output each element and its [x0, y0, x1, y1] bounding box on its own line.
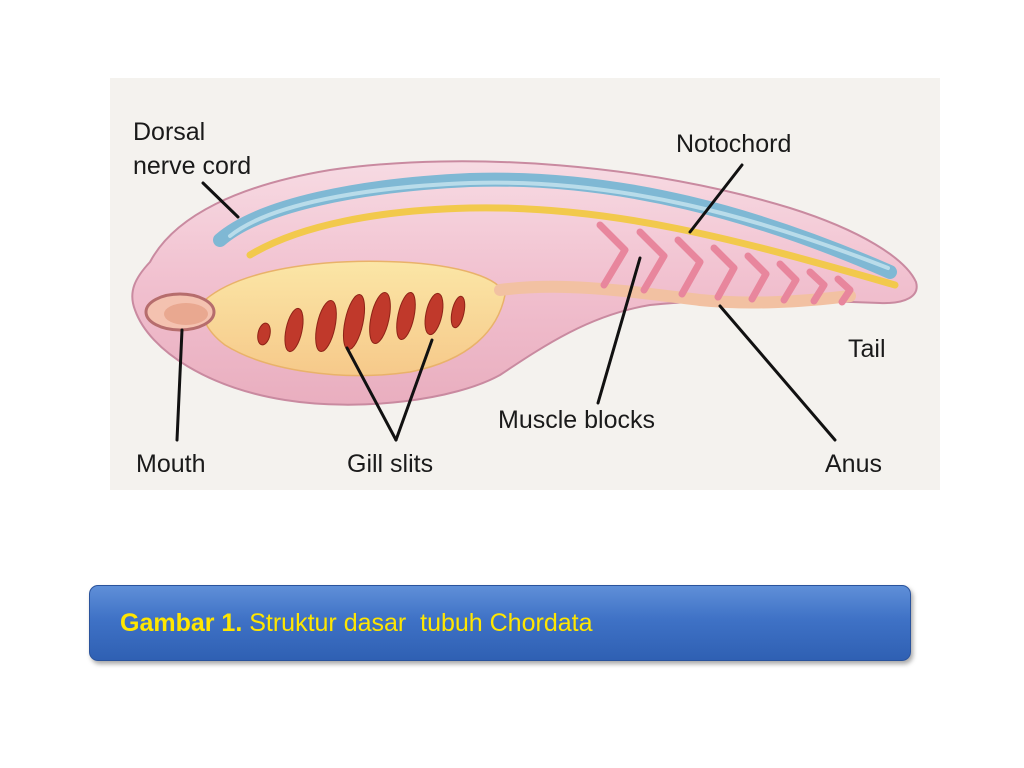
mouth-inner	[164, 303, 208, 325]
leader-gill-1	[345, 346, 398, 442]
caption-text: Struktur dasar tubuh Chordata	[242, 608, 593, 637]
leader-dorsal-nerve-cord	[201, 181, 240, 219]
label-dorsal-line2: nerve cord	[133, 152, 252, 180]
label-dorsal-line1: Dorsal	[133, 118, 206, 146]
label-anus: Anus	[825, 450, 882, 478]
label-muscle-blocks: Muscle blocks	[498, 406, 655, 434]
leader-muscle-blocks	[596, 256, 642, 405]
leader-anus	[718, 304, 837, 442]
muscle-blocks	[596, 221, 854, 306]
gut	[494, 280, 856, 309]
leader-notochord	[688, 163, 744, 234]
notochord	[246, 204, 899, 289]
dorsal-nerve-cord-highlight	[228, 180, 890, 270]
label-notochord: Notochord	[676, 130, 792, 158]
caption-figure-number: Gambar 1.	[120, 608, 243, 637]
gill-slits	[257, 291, 466, 353]
leader-gill-2	[394, 338, 434, 442]
caption-box: Gambar 1. Struktur dasar tubuh Chordata	[89, 585, 911, 661]
label-gill-slits: Gill slits	[347, 450, 434, 478]
label-tail: Tail	[848, 335, 886, 363]
leader-lines	[175, 163, 837, 442]
label-mouth: Mouth	[136, 450, 206, 478]
leader-mouth	[175, 328, 184, 442]
